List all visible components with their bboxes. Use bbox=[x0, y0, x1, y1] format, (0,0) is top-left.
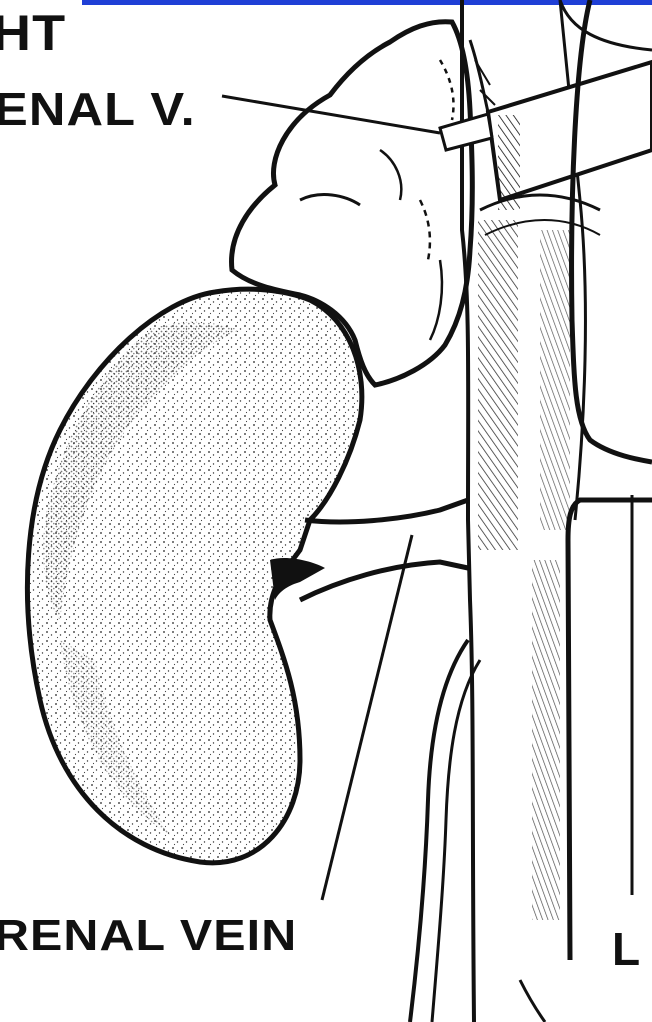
kidney bbox=[27, 289, 361, 863]
ureter bbox=[410, 640, 545, 1022]
label-adrenal-vein: ENAL V. bbox=[0, 86, 196, 132]
upper-vessel bbox=[470, 0, 652, 210]
label-right-partial: L bbox=[612, 926, 641, 972]
label-top-partial: HT bbox=[0, 8, 66, 58]
renal-vein bbox=[300, 500, 468, 600]
label-renal-vein: RENAL VEIN bbox=[0, 914, 297, 958]
